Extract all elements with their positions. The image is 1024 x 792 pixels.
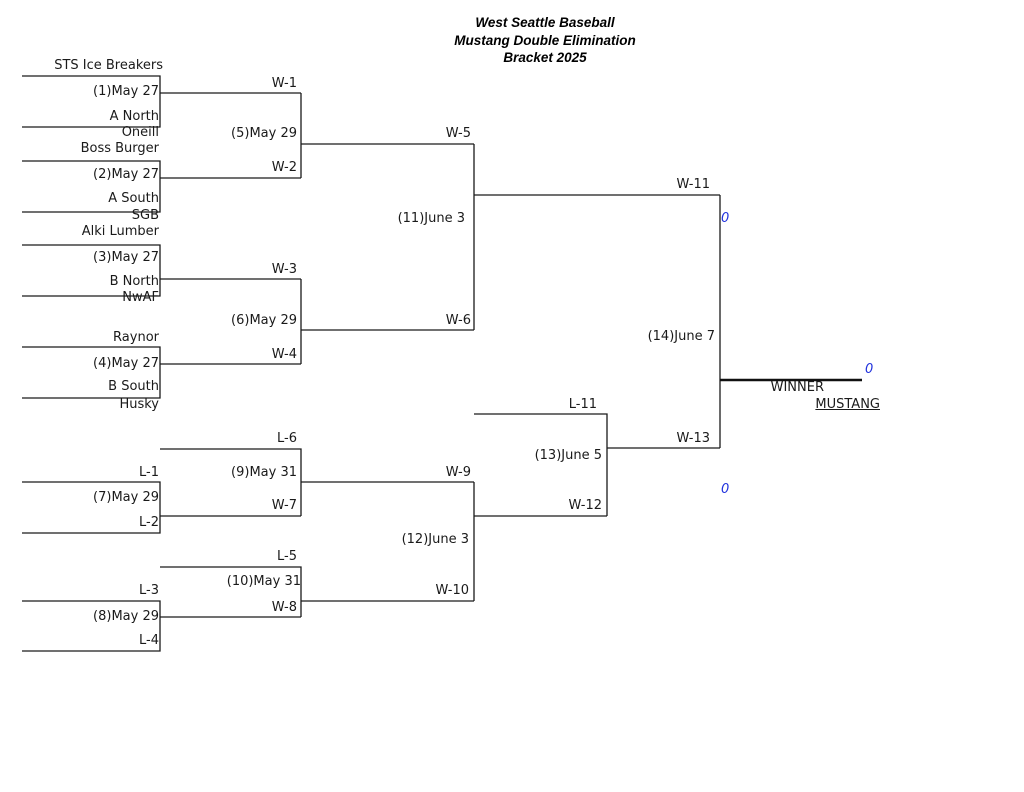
game-10-date: (10)May 31 xyxy=(226,574,301,589)
winner-name: MUSTANG xyxy=(815,397,880,412)
team-b-south: B South xyxy=(108,379,159,394)
winner-label: WINNER xyxy=(770,380,824,395)
team-a-north: A North xyxy=(109,109,159,124)
game-14-date: (14)June 7 xyxy=(647,329,715,344)
label-l4: L-4 xyxy=(139,633,159,648)
game-13-date: (13)June 5 xyxy=(534,448,602,463)
game-4-date: (4)May 27 xyxy=(93,356,159,371)
team-sgb: SGB xyxy=(131,208,159,223)
bracket-line-m3 xyxy=(22,244,301,297)
bracket-line-g7 xyxy=(22,481,301,534)
game-9-date: (9)May 31 xyxy=(231,465,297,480)
game-11-date: (11)June 3 xyxy=(397,211,465,226)
game-6-date: (6)May 29 xyxy=(231,313,297,328)
team-oneill: Oneill xyxy=(121,125,159,140)
team-raynor: Raynor xyxy=(113,330,159,345)
game-2-date: (2)May 27 xyxy=(93,167,159,182)
label-w3: W-3 xyxy=(271,262,297,277)
label-w2: W-2 xyxy=(271,160,297,175)
label-w8: W-8 xyxy=(271,600,297,615)
label-w13: W-13 xyxy=(676,431,710,446)
label-l5: L-5 xyxy=(277,549,297,564)
bracket-line-m2 xyxy=(22,160,301,213)
label-l1: L-1 xyxy=(139,465,159,480)
title-line-2: Mustang Double Elimination xyxy=(454,33,636,48)
bracket-line-g5 xyxy=(300,93,474,178)
team-boss-burger: Boss Burger xyxy=(80,141,159,156)
game-3-date: (3)May 27 xyxy=(93,250,159,265)
bracket-line-g12 xyxy=(473,482,607,601)
label-w10: W-10 xyxy=(435,583,469,598)
bracket-line-g10 xyxy=(160,566,474,617)
label-w5: W-5 xyxy=(445,126,471,141)
bracket-line-g11 xyxy=(473,144,720,330)
title-line-1: West Seattle Baseball xyxy=(475,15,615,30)
bracket-line-g6 xyxy=(300,279,474,364)
label-l2: L-2 xyxy=(139,515,159,530)
bracket-line-g8 xyxy=(22,600,301,652)
team-alki-lumber: Alki Lumber xyxy=(81,224,159,239)
label-l3: L-3 xyxy=(139,583,159,598)
team-sts-ice-breakers: STS Ice Breakers xyxy=(54,58,163,73)
title-line-3: Bracket 2025 xyxy=(503,50,587,65)
label-w4: W-4 xyxy=(271,347,297,362)
label-w6: W-6 xyxy=(445,313,471,328)
game-12-date: (12)June 3 xyxy=(401,532,469,547)
team-husky: Husky xyxy=(119,397,159,412)
bracket-line-g13 xyxy=(474,413,720,516)
label-w11: W-11 xyxy=(676,177,710,192)
score-top: 0 xyxy=(721,211,730,226)
game-8-date: (8)May 29 xyxy=(93,609,159,624)
team-a-south: A South xyxy=(108,191,159,206)
team-b-north: B North xyxy=(109,274,159,289)
score-bottom: 0 xyxy=(721,482,730,497)
bracket-line-m1 xyxy=(22,75,301,128)
team-nwaf: NwAF xyxy=(122,290,159,305)
label-w9: W-9 xyxy=(445,465,471,480)
game-7-date: (7)May 29 xyxy=(93,490,159,505)
label-w1: W-1 xyxy=(271,76,297,91)
label-w7: W-7 xyxy=(271,498,297,513)
game-5-date: (5)May 29 xyxy=(231,126,297,141)
bracket-line-m4 xyxy=(22,346,301,399)
label-l6: L-6 xyxy=(277,431,297,446)
bracket-line-g9 xyxy=(160,448,474,516)
label-w12: W-12 xyxy=(568,498,602,513)
winner-score: 0 xyxy=(865,362,874,377)
game-1-date: (1)May 27 xyxy=(93,84,159,99)
label-l11: L-11 xyxy=(568,397,597,412)
